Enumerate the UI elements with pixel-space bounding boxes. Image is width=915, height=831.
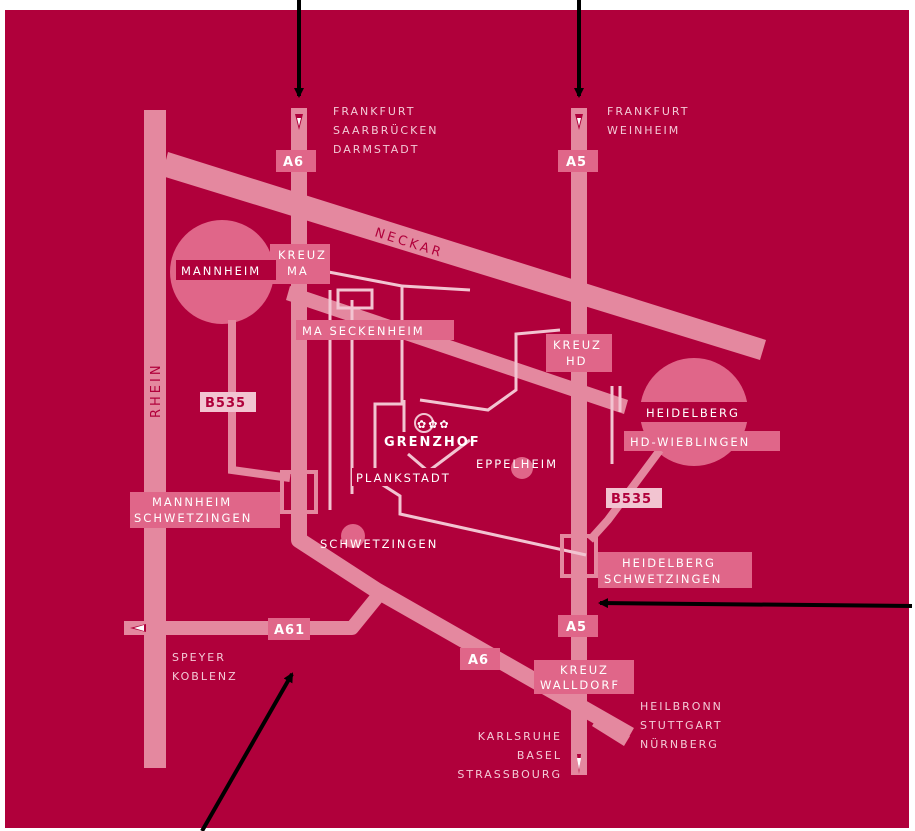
mannheim-label: MANNHEIM xyxy=(181,264,261,278)
motorway-a61 xyxy=(124,591,384,635)
road-end-markers-white xyxy=(134,118,581,770)
destinations-a6-north: FRANKFURT SAARBRÜCKEN DARMSTADT xyxy=(333,105,439,156)
kreuz-ma-box xyxy=(270,244,330,284)
shield-a6-north-bg xyxy=(276,150,316,172)
shield-b535-east-bg xyxy=(606,488,662,508)
annotation-arrow-a61 xyxy=(200,672,294,831)
road-mannheim-heidelberg xyxy=(286,286,628,414)
svg-text:KARLSRUHE: KARLSRUHE xyxy=(478,730,562,743)
svg-text:FRANKFURT: FRANKFURT xyxy=(333,105,415,118)
svg-text:KOBLENZ: KOBLENZ xyxy=(172,670,238,683)
svg-text:WEINHEIM: WEINHEIM xyxy=(607,124,680,137)
ma-seckenheim-label: MA SECKENHEIM xyxy=(302,324,425,338)
shield-a61: A61 xyxy=(274,623,305,638)
svg-text:HEILBRONN: HEILBRONN xyxy=(640,700,723,713)
river-rhein xyxy=(144,110,166,768)
shield-b535-east: B535 xyxy=(611,492,652,507)
kreuz-walldorf-line1: KREUZ xyxy=(560,663,609,677)
shield-b535-west-bg xyxy=(200,392,256,412)
svg-text:NÜRNBERG: NÜRNBERG xyxy=(640,738,719,751)
grenzhof-icon: ✿✿✿ xyxy=(414,413,451,433)
svg-text:SPEYER: SPEYER xyxy=(172,651,226,664)
ma-seckenheim-box xyxy=(296,320,454,340)
mannheim-schwetzingen-box xyxy=(130,492,280,528)
heidelberg-schwetzingen-line1: HEIDELBERG xyxy=(622,556,716,570)
svg-text:SAARBRÜCKEN: SAARBRÜCKEN xyxy=(333,124,439,137)
map-background xyxy=(5,10,909,828)
destinations-a5-north: FRANKFURT WEINHEIM xyxy=(607,105,689,137)
river-label-rhein: RHEIN xyxy=(149,362,164,418)
kreuz-hd-box xyxy=(546,334,612,372)
heidelberg-schwetzingen-junction xyxy=(560,534,598,578)
river-neckar xyxy=(162,152,766,360)
road-b535-west xyxy=(228,320,291,482)
kreuz-ma-line2: MA xyxy=(287,264,309,278)
road-b535-east xyxy=(587,447,664,543)
plankstadt-label: PLANKSTADT xyxy=(356,471,451,485)
shield-a6-north: A6 xyxy=(283,155,304,170)
a6-southeast-end xyxy=(592,716,630,746)
mannheim-label-bg xyxy=(176,260,276,280)
shield-a5-south-bg xyxy=(558,615,598,637)
svg-text:STUTTGART: STUTTGART xyxy=(640,719,723,732)
svg-text:BASEL: BASEL xyxy=(517,749,562,762)
kreuz-hd-line1: KREUZ xyxy=(553,338,602,352)
heidelberg-label-bg xyxy=(640,402,754,422)
svg-text:DARMSTADT: DARMSTADT xyxy=(333,143,420,156)
destinations-a6-southeast: HEILBRONN STUTTGART NÜRNBERG xyxy=(640,700,723,751)
eppelheim-dot xyxy=(511,457,533,479)
hd-wieblingen-box xyxy=(624,431,780,451)
destinations-a61-west: SPEYER KOBLENZ xyxy=(172,651,238,683)
annotation-arrow-a5-south xyxy=(598,598,913,609)
shield-a5-south: A5 xyxy=(566,620,587,635)
hd-wieblingen-label: HD-WIEBLINGEN xyxy=(630,435,750,449)
eppelheim-label: EPPELHEIM xyxy=(476,457,558,471)
heidelberg-label: HEIDELBERG xyxy=(646,406,740,420)
kreuz-walldorf-line2: WALLDORF xyxy=(540,678,620,692)
svg-text:STRASSBOURG: STRASSBOURG xyxy=(457,768,562,781)
kreuz-ma-line1: KREUZ xyxy=(278,248,327,262)
kreuz-walldorf-box xyxy=(534,660,634,694)
kreuz-hd-line2: HD xyxy=(566,354,588,368)
heidelberg-schwetzingen-line2: SCHWETZINGEN xyxy=(604,572,722,586)
mannheim-schwetzingen-junction xyxy=(280,470,318,514)
svg-text:FRANKFURT: FRANKFURT xyxy=(607,105,689,118)
destinations-a5-south: KARLSRUHE BASEL STRASSBOURG xyxy=(457,730,562,781)
shield-a6-south-bg xyxy=(460,648,500,670)
shield-a61-bg xyxy=(268,618,310,640)
grenzhof-label: GRENZHOF xyxy=(384,435,481,450)
schwetzingen-label: SCHWETZINGEN xyxy=(320,537,438,551)
mannheim-schwetzingen-line2: SCHWETZINGEN xyxy=(134,511,252,525)
plankstadt-label-bg xyxy=(352,468,460,486)
mannheim-schwetzingen-line1: MANNHEIM xyxy=(152,495,232,509)
heidelberg-schwetzingen-box xyxy=(598,552,752,588)
shield-a5-north: A5 xyxy=(566,155,587,170)
svg-text:✿✿✿: ✿✿✿ xyxy=(417,418,451,431)
shield-b535-west: B535 xyxy=(205,396,246,411)
shield-a6-south: A6 xyxy=(468,653,489,668)
shield-a5-north-bg xyxy=(558,150,598,172)
schwetzingen-dot xyxy=(341,524,365,548)
